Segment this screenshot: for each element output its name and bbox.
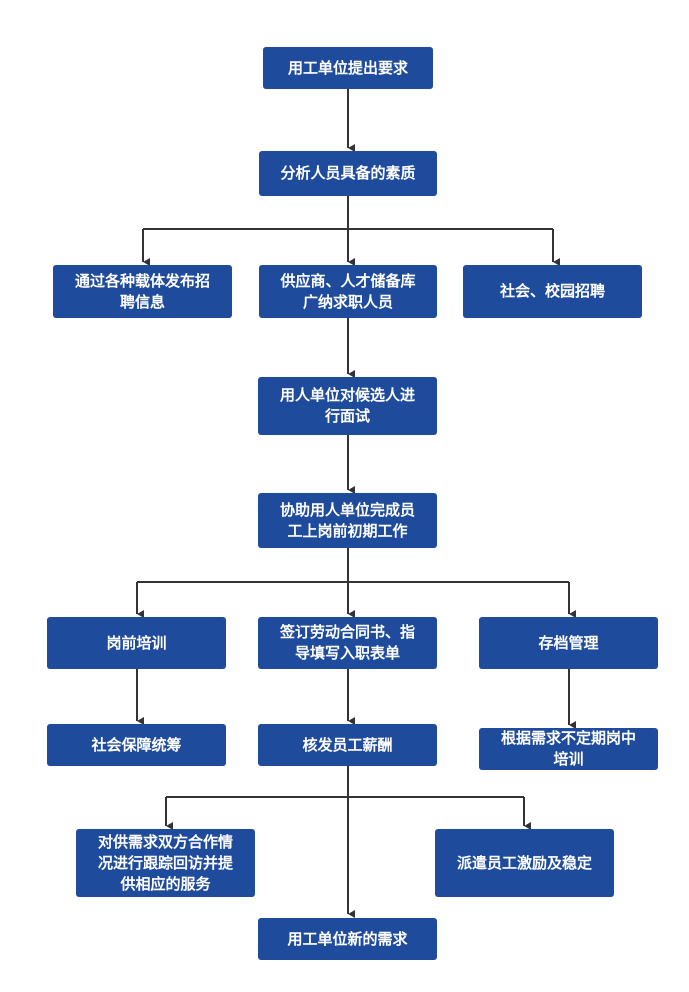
node-n7b: 核发员工薪酬 <box>258 724 437 766</box>
node-n2: 分析人员具备的素质 <box>259 151 437 196</box>
node-n4: 用人单位对候选人进 行面试 <box>258 377 437 435</box>
node-n7a: 社会保障统筹 <box>47 724 226 766</box>
node-n6a: 岗前培训 <box>47 617 226 669</box>
node-n6b: 签订劳动合同书、指 导填写入职表单 <box>258 617 437 669</box>
node-n7c: 根据需求不定期岗中 培训 <box>479 728 658 770</box>
node-n8a: 对供需求双方合作情 况进行跟踪回访并提 供相应的服务 <box>76 829 255 897</box>
node-n6c: 存档管理 <box>479 617 658 669</box>
node-n8b: 派遣员工激励及稳定 <box>435 829 614 897</box>
node-n3b: 供应商、人才储备库 广纳求职人员 <box>259 265 437 318</box>
node-n9: 用工单位新的需求 <box>258 918 437 960</box>
node-n1: 用工单位提出要求 <box>263 47 433 89</box>
node-n3c: 社会、校园招聘 <box>463 265 642 318</box>
node-n3a: 通过各种载体发布招 聘信息 <box>53 265 232 318</box>
node-n5: 协助用人单位完成员 工上岗前初期工作 <box>258 493 437 548</box>
